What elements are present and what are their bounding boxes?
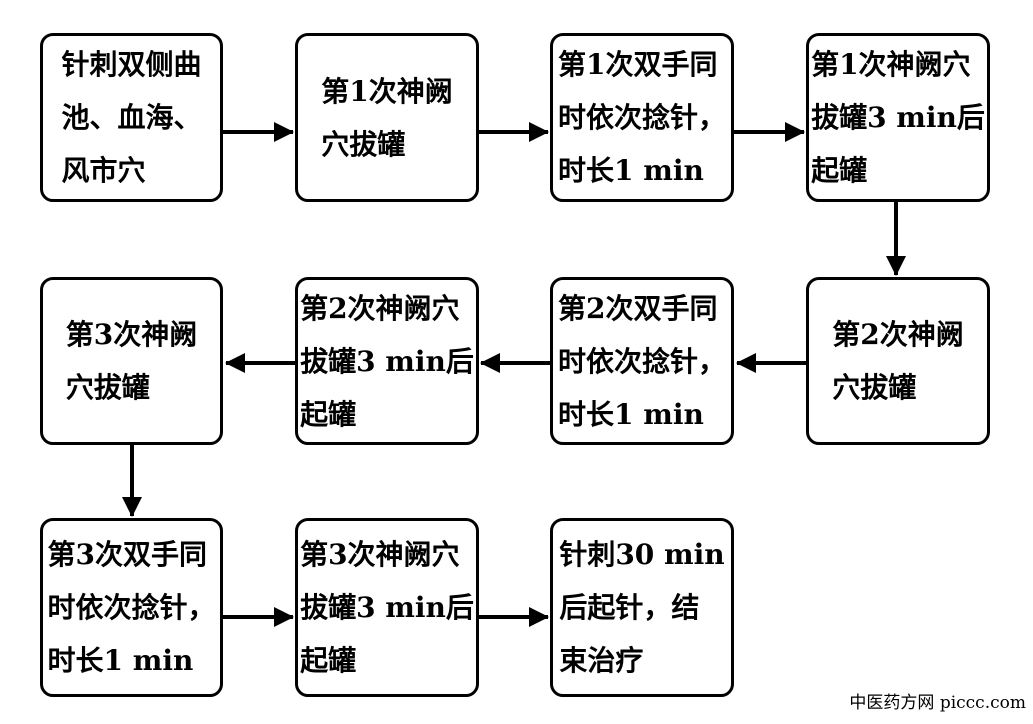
node-label: 第1次神阙穴 拔罐3 min后 起罐 bbox=[811, 48, 985, 187]
node-label: 针刺30 min 后起针，结 束治疗 bbox=[559, 538, 725, 677]
node-label: 第2次双手同 时依次捻针， 时长1 min bbox=[557, 291, 726, 431]
watermark-site-credit: 中医药方网 piccc.com bbox=[849, 693, 1026, 713]
node-cupping-2: 第2次神阙 穴拔罐 bbox=[806, 277, 990, 445]
node-label: 针刺双侧曲 池、血海、 风市穴 bbox=[61, 48, 202, 187]
node-label: 第3次神阙 穴拔罐 bbox=[65, 318, 198, 404]
node-label: 第1次双手同 时依次捻针， 时长1 min bbox=[557, 48, 726, 187]
node-twirl-needles-2: 第2次双手同 时依次捻针， 时长1 min bbox=[550, 277, 734, 445]
node-cupping-3: 第3次神阙 穴拔罐 bbox=[40, 277, 223, 445]
node-uncup-3: 第3次神阙穴 拔罐3 min后 起罐 bbox=[295, 518, 479, 697]
node-uncup-1: 第1次神阙穴 拔罐3 min后 起罐 bbox=[806, 33, 990, 202]
node-label: 第3次双手同 时依次捻针， 时长1 min bbox=[47, 538, 216, 677]
node-twirl-needles-1: 第1次双手同 时依次捻针， 时长1 min bbox=[550, 33, 734, 202]
node-label: 第3次神阙穴 拔罐3 min后 起罐 bbox=[300, 538, 474, 677]
node-needle-bilateral-points: 针刺双侧曲 池、血海、 风市穴 bbox=[40, 33, 223, 202]
node-end-treatment: 针刺30 min 后起针，结 束治疗 bbox=[550, 518, 734, 697]
node-twirl-needles-3: 第3次双手同 时依次捻针， 时长1 min bbox=[40, 518, 223, 697]
node-uncup-2: 第2次神阙穴 拔罐3 min后 起罐 bbox=[295, 277, 479, 445]
node-label: 第2次神阙 穴拔罐 bbox=[832, 318, 964, 404]
node-label: 第2次神阙穴 拔罐3 min后 起罐 bbox=[300, 291, 474, 431]
node-label: 第1次神阙 穴拔罐 bbox=[321, 74, 453, 161]
node-cupping-1: 第1次神阙 穴拔罐 bbox=[295, 33, 479, 202]
